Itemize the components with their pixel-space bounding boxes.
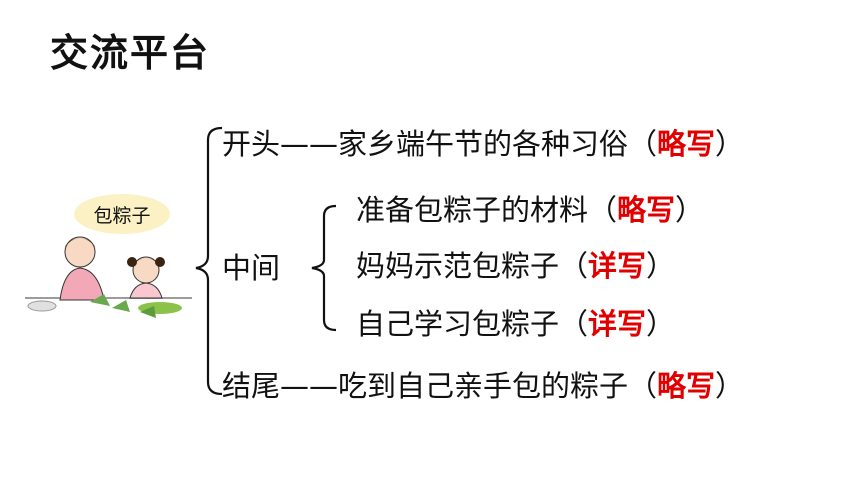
middle-item-3: 自己学习包粽子（详写）	[356, 304, 675, 344]
start-mark: 略写	[657, 127, 716, 161]
start-close: ）	[715, 127, 745, 161]
outline-end: 结尾——吃到自己亲手包的粽子（略写）	[222, 366, 744, 406]
middle-item-1-text: 准备包粽子的材料（	[356, 193, 618, 227]
page-title: 交流平台	[50, 31, 211, 75]
end-close: ）	[715, 369, 745, 403]
middle-label: 中间	[222, 251, 281, 285]
middle-item-3-mark: 详写	[588, 307, 647, 341]
middle-item-3-close: ）	[646, 307, 676, 341]
middle-item-2-mark: 详写	[588, 249, 647, 283]
end-mark: 略写	[657, 369, 716, 403]
start-label: 开头	[222, 127, 281, 161]
middle-item-2-close: ）	[646, 249, 676, 283]
middle-item-1: 准备包粽子的材料（略写）	[356, 190, 704, 230]
middle-item-2-text: 妈妈示范包粽子（	[356, 249, 589, 283]
middle-item-3-text: 自己学习包粽子（	[356, 307, 589, 341]
end-text: 吃到自己亲手包的粽子（	[338, 369, 658, 403]
middle-item-1-close: ）	[675, 193, 705, 227]
illustration-label: 包粽子	[93, 205, 150, 227]
middle-item-2: 妈妈示范包粽子（详写）	[356, 246, 675, 286]
outline-start: 开头——家乡端午节的各种习俗（略写）	[222, 124, 744, 164]
end-dash: ——	[280, 369, 339, 403]
end-label: 结尾	[222, 369, 281, 403]
start-text: 家乡端午节的各种习俗（	[338, 127, 658, 161]
start-dash: ——	[280, 127, 339, 161]
illustration: 包粽子	[20, 190, 195, 340]
middle-item-1-mark: 略写	[617, 193, 676, 227]
